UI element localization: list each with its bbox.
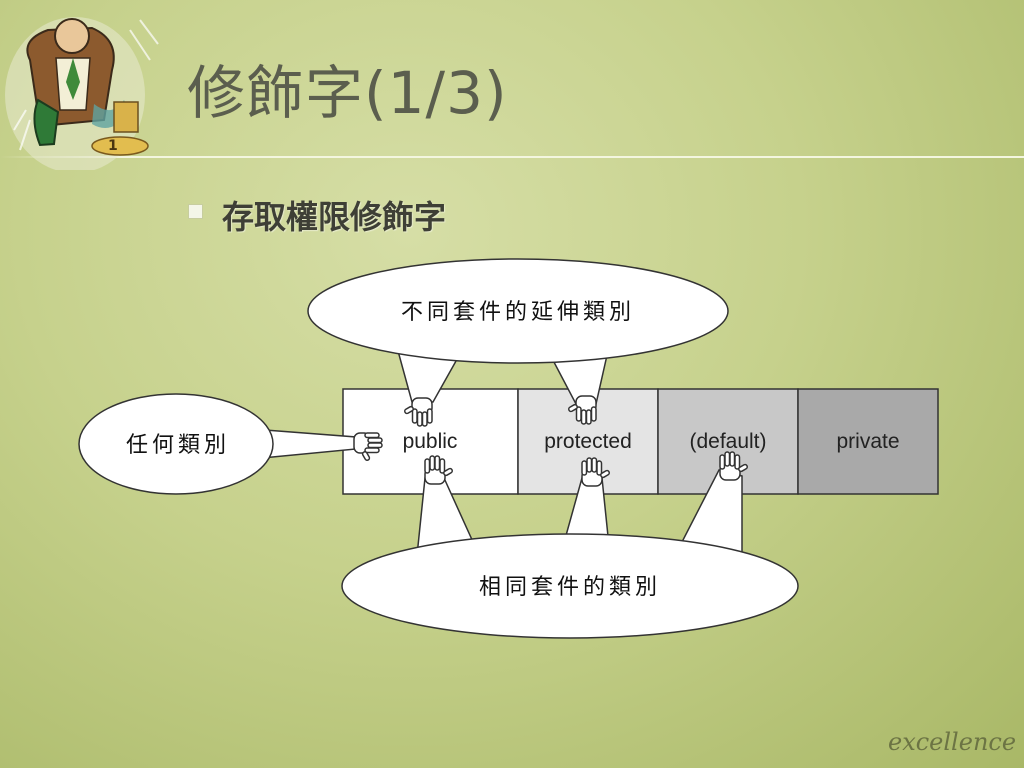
- hand-icon-left-public: [353, 432, 383, 461]
- modifier-cell-private: [797, 388, 939, 495]
- modifier-label-public: public: [403, 430, 458, 453]
- bubble-any-class: 任何類別: [78, 393, 274, 495]
- bubble-subclass-other-package: 不同套件的延伸類別: [307, 258, 729, 364]
- hand-icon-bottom-default: [719, 451, 748, 481]
- bubble-label-any-class: 任何類別: [126, 433, 230, 458]
- svg-text:1: 1: [108, 138, 118, 154]
- hand-icon-bottom-public: [424, 455, 453, 485]
- businessman-logo-icon: 1: [5, 17, 159, 170]
- title-divider: [0, 156, 1024, 158]
- hand-icon-top-public: [404, 397, 433, 427]
- hand-icon-bottom-protected: [581, 457, 610, 487]
- arm-any-class: [261, 429, 357, 459]
- bubble-label-subclass-other-package: 不同套件的延伸類別: [401, 300, 635, 325]
- brand-watermark: excellence: [888, 728, 1017, 756]
- bullet-marker: [188, 204, 203, 219]
- modifier-label-private: private: [836, 430, 899, 453]
- bubble-same-package: 相同套件的類別: [341, 533, 799, 639]
- modifier-label-default: (default): [689, 430, 766, 453]
- bubble-label-same-package: 相同套件的類別: [479, 575, 661, 600]
- slide-title: 修飾字(1/3): [187, 59, 508, 127]
- hand-icon-top-protected: [568, 395, 597, 425]
- modifier-label-protected: protected: [544, 430, 632, 453]
- bullet-text: 存取權限修飾字: [222, 198, 447, 236]
